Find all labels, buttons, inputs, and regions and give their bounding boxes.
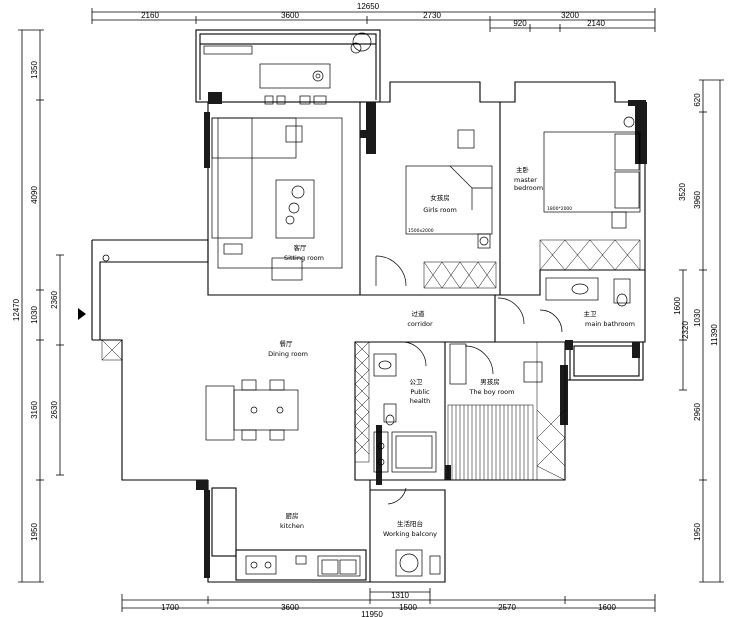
column-marker xyxy=(102,254,110,262)
dim-right-5: 1030 xyxy=(693,309,702,327)
dim-bottom-6: 1310 xyxy=(391,591,409,600)
dim-left-outer: 12470 xyxy=(12,298,21,321)
furniture xyxy=(203,32,641,577)
label-girls-bed-size: 1500x2000 xyxy=(408,228,434,234)
label-corridor-cn: 过道 xyxy=(412,309,426,318)
dim-bottom-1: 1700 xyxy=(161,603,179,612)
dim-bottom-5: 1600 xyxy=(598,603,616,612)
top-dimensions: 12650 2160 3600 2730 3200 920 2140 xyxy=(91,2,656,32)
label-balcony-en: Working balcony xyxy=(383,530,437,538)
dim-top-outer: 12650 xyxy=(357,2,380,11)
room-labels: 客厅 Sitting room 女孩房 Girls room 1500x2000… xyxy=(268,165,635,538)
dim-top-6: 2140 xyxy=(587,19,605,28)
right-dimensions: 11390 620 3520 3960 1600 1030 2320 2960 … xyxy=(673,79,724,583)
label-master-en1: master xyxy=(514,176,537,184)
dim-top-3: 2730 xyxy=(423,11,441,20)
dim-right-8: 1950 xyxy=(693,523,702,541)
dim-bottom-outer: 11950 xyxy=(361,610,383,617)
dim-top-5: 920 xyxy=(513,19,527,28)
dim-bottom-4: 2570 xyxy=(498,603,516,612)
label-kitchen-en: kitchen xyxy=(280,522,304,530)
label-sitting-cn: 客厅 xyxy=(294,243,308,252)
bottom-dimensions: 1700 3600 1500 2570 1600 1310 11950 xyxy=(121,588,656,617)
dim-right-1: 620 xyxy=(693,93,702,107)
label-girls-en: Girls room xyxy=(423,206,457,214)
label-sitting-en: Sitting room xyxy=(284,254,324,262)
dim-left-1: 1350 xyxy=(30,61,39,79)
dim-right-7: 2960 xyxy=(693,403,702,421)
label-boy-cn: 男孩房 xyxy=(480,377,500,386)
dim-left-5: 1950 xyxy=(30,523,39,541)
label-corridor-en: corridor xyxy=(407,320,433,328)
dim-top-1: 2160 xyxy=(141,11,159,20)
walls xyxy=(91,29,646,583)
label-main-bath-cn: 主卫 xyxy=(584,309,598,318)
label-master-bed-size: 1800*2000 xyxy=(547,206,572,212)
dim-left-3: 1030 xyxy=(30,306,39,324)
label-public-en2: health xyxy=(410,397,431,405)
dim-bottom-2: 3600 xyxy=(281,603,299,612)
dim-top-2: 3600 xyxy=(281,11,299,20)
label-main-bath-en: main bathroom xyxy=(585,320,635,328)
label-public-cn: 公卫 xyxy=(410,378,424,386)
dim-left-6: 2360 xyxy=(50,291,59,309)
dim-left-2: 4090 xyxy=(30,186,39,204)
label-boy-en: The boy room xyxy=(469,388,515,396)
dim-right-outer: 11390 xyxy=(710,324,719,346)
label-dining-cn: 餐厅 xyxy=(280,339,294,348)
dim-right-2: 3520 xyxy=(678,183,687,201)
label-girls-cn: 女孩房 xyxy=(430,193,450,202)
dim-right-3: 3960 xyxy=(693,191,702,209)
label-master-en2: bedroom xyxy=(514,184,543,192)
dim-top-4: 3200 xyxy=(561,11,579,20)
label-master-cn: 主卧 xyxy=(516,165,530,174)
dim-left-4: 3160 xyxy=(30,401,39,419)
dim-right-6: 2320 xyxy=(681,321,690,339)
label-balcony-cn: 生活阳台 xyxy=(397,519,423,528)
label-kitchen-cn: 厨房 xyxy=(286,511,299,520)
entrance-arrow-icon xyxy=(78,308,86,320)
dim-bottom-3: 1500 xyxy=(399,603,417,612)
solid-walls xyxy=(196,92,647,578)
dim-left-7: 2630 xyxy=(50,401,59,419)
label-public-en1: Public xyxy=(410,388,430,396)
cabinets xyxy=(101,239,641,481)
left-dimensions: 12470 1350 4090 1030 3160 1950 2360 2630 xyxy=(12,29,64,583)
dim-right-4: 1600 xyxy=(673,297,682,315)
label-dining-en: Dining room xyxy=(268,350,308,358)
